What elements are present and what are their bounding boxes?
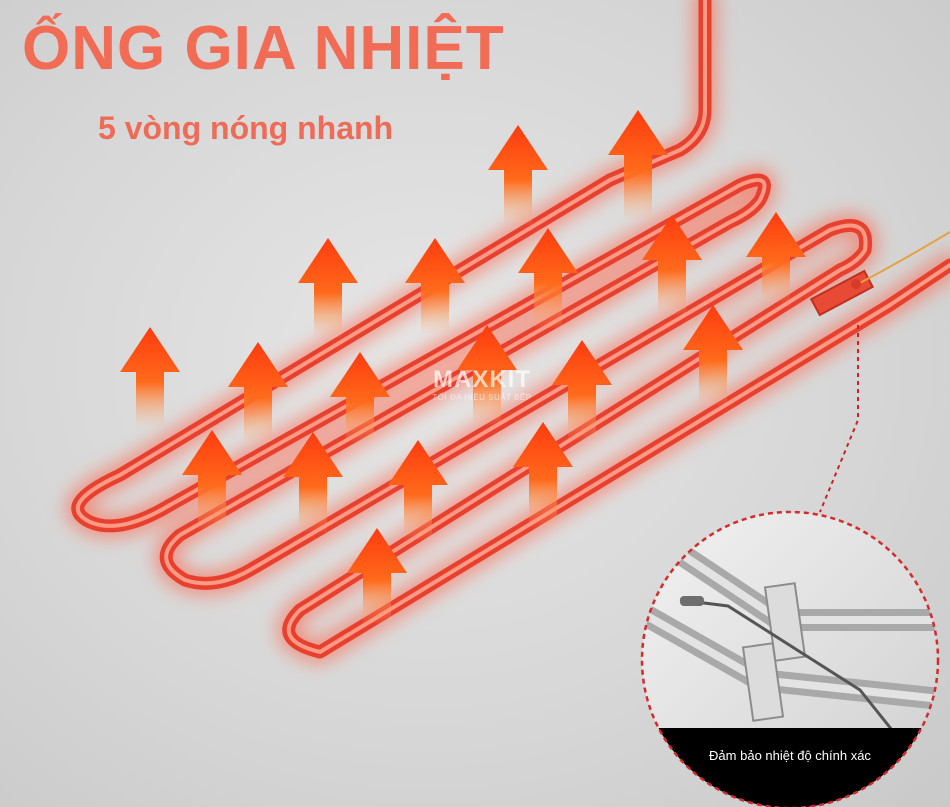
heat-arrow [642,215,702,315]
heating-coil-tube [71,0,950,659]
heat-arrow [683,305,743,405]
inset-caption: Đảm bảo nhiệt độ chính xác [709,748,871,763]
heat-arrow [746,212,806,302]
heat-arrow [283,432,343,532]
heat-arrow [388,440,448,540]
brand-watermark: MAXKIT TỐI ĐA HIỆU SUẤT BẾP [420,368,544,402]
heat-arrow [182,430,242,530]
watermark-brand: MAXKIT [433,366,531,393]
heat-arrow [120,327,180,427]
heat-arrow [228,342,288,442]
heat-arrow [552,340,612,440]
heat-arrow [405,238,465,333]
heat-arrow [488,125,548,225]
heat-arrow [518,228,578,328]
heat-arrow [457,325,517,425]
page-title: ỐNG GIA NHIỆT [22,14,505,83]
callout-leader-line [819,325,859,513]
sensor-clip [809,231,950,317]
heat-arrow [330,352,390,442]
heat-arrow [608,110,668,220]
watermark-tagline: TỐI ĐA HIỆU SUẤT BẾP [432,393,532,402]
heat-arrows [120,110,806,623]
heat-arrow [513,422,573,527]
heat-arrow [347,528,407,623]
heat-arrow [298,238,358,338]
page-subtitle: 5 vòng nóng nhanh [98,110,394,146]
